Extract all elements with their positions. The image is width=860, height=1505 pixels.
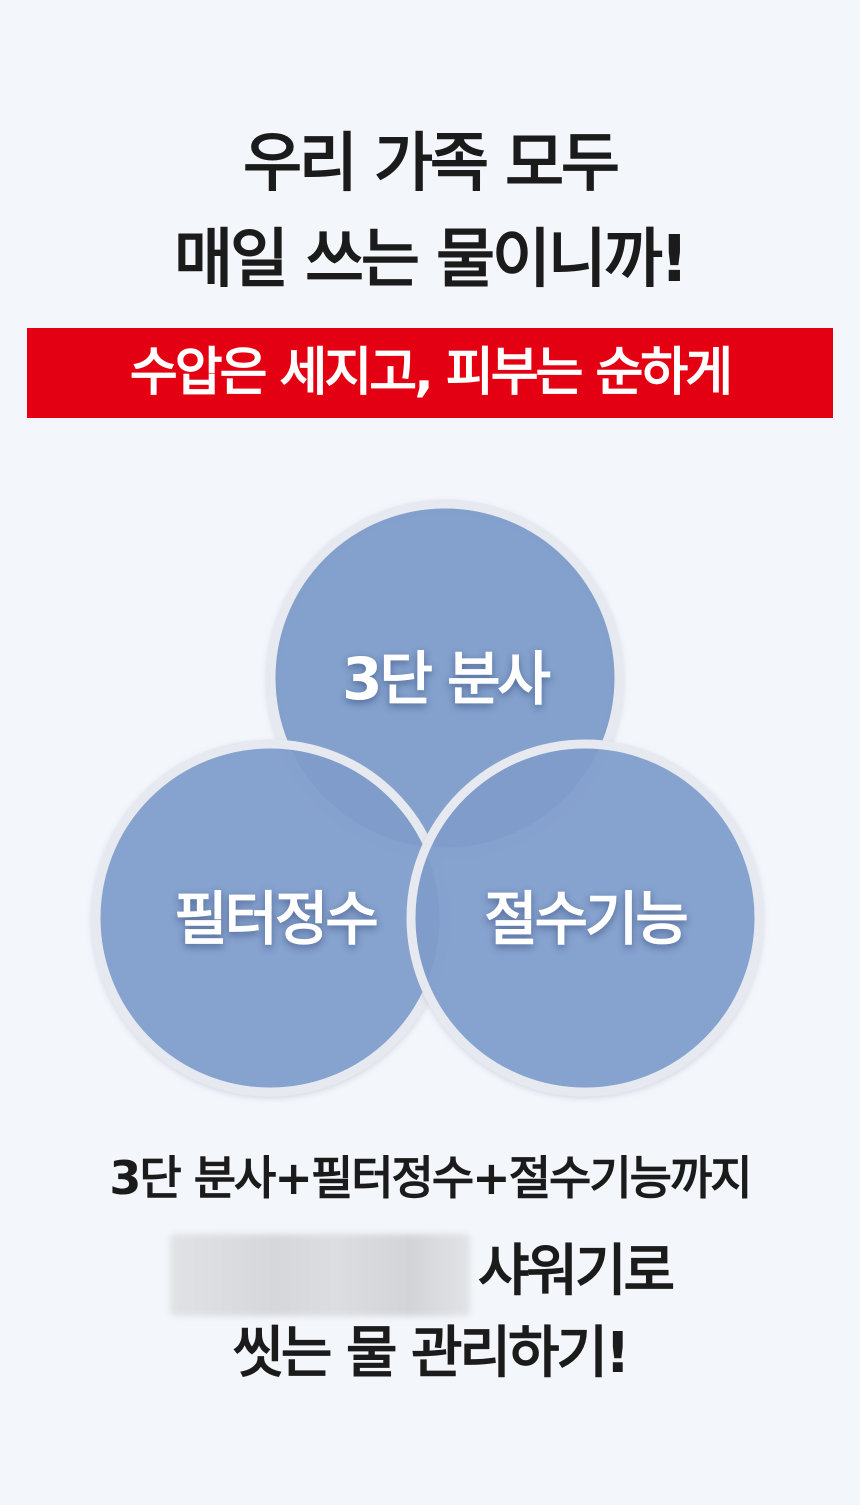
product-line: 샤워기로: [0, 1232, 860, 1316]
product-line-text: 샤워기로: [478, 1239, 675, 1304]
feature-summary: 3단 분사+필터정수+절수기능까지: [109, 1151, 752, 1205]
closing-line: 씻는 물 관리하기!: [232, 1321, 630, 1386]
venn-label-left: 필터정수: [174, 885, 378, 953]
circle-right: [406, 739, 764, 1097]
headline-line-1: 우리 가족 모두: [243, 127, 620, 201]
headline-line-2: 매일 쓰는 물이니까!: [174, 223, 689, 297]
venn-label-right: 절수기능: [484, 885, 688, 953]
venn-label-top: 3단 분사: [342, 645, 551, 713]
red-banner: 수압은 세지고, 피부는 순하게: [27, 328, 833, 418]
blurred-brand-name: [170, 1234, 470, 1316]
banner-text: 수압은 세지고, 피부는 순하게: [129, 343, 733, 403]
